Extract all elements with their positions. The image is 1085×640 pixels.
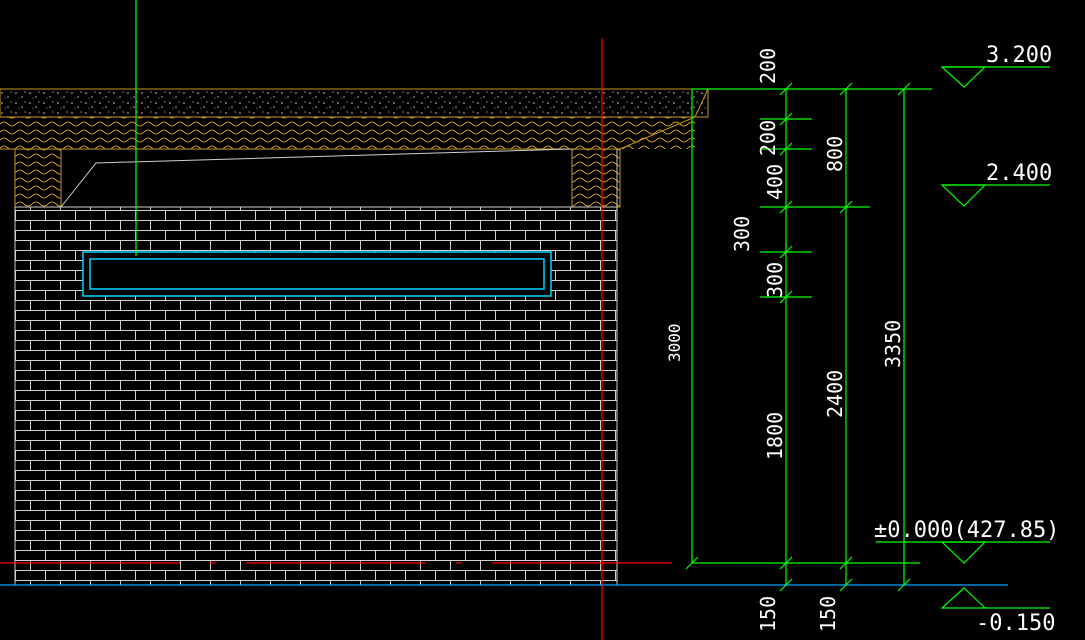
dim-150-b: 150: [816, 596, 840, 632]
lintel-left-block: [14, 148, 62, 208]
roof-slab-concrete: [0, 88, 709, 118]
elevation-marker-mid: [940, 184, 1050, 207]
lintel-right-block: [571, 148, 621, 208]
dim-3000: 3000: [665, 323, 684, 362]
dim-300-a: 300: [730, 216, 754, 252]
elevation-marker-zero: [876, 541, 1050, 564]
dim-150-a: 150: [756, 596, 780, 632]
dim-200-mid: 200: [756, 120, 780, 156]
dim-400: 400: [763, 164, 787, 200]
dim-300-b: 300: [763, 262, 787, 298]
elevation-marker-top: [940, 66, 1050, 88]
roof-insulation-layer: [0, 117, 695, 149]
dim-2400: 2400: [823, 370, 847, 418]
elevation-marker-bottom: [940, 587, 1050, 609]
dim-200-top: 200: [756, 48, 780, 84]
window-frame-inner: [89, 258, 545, 290]
elevation-label-top: 3.200: [986, 43, 1052, 68]
dim-800: 800: [823, 136, 847, 172]
gutter-slope-line: [60, 148, 573, 208]
dimension-lines: [685, 82, 932, 592]
dim-1800: 1800: [763, 412, 787, 460]
dim-3350: 3350: [881, 320, 905, 368]
elevation-label-mid: 2.400: [986, 161, 1052, 186]
elevation-label-bottom: -0.150: [976, 611, 1055, 636]
elevation-label-zero: ±0.000(427.85): [874, 518, 1059, 543]
